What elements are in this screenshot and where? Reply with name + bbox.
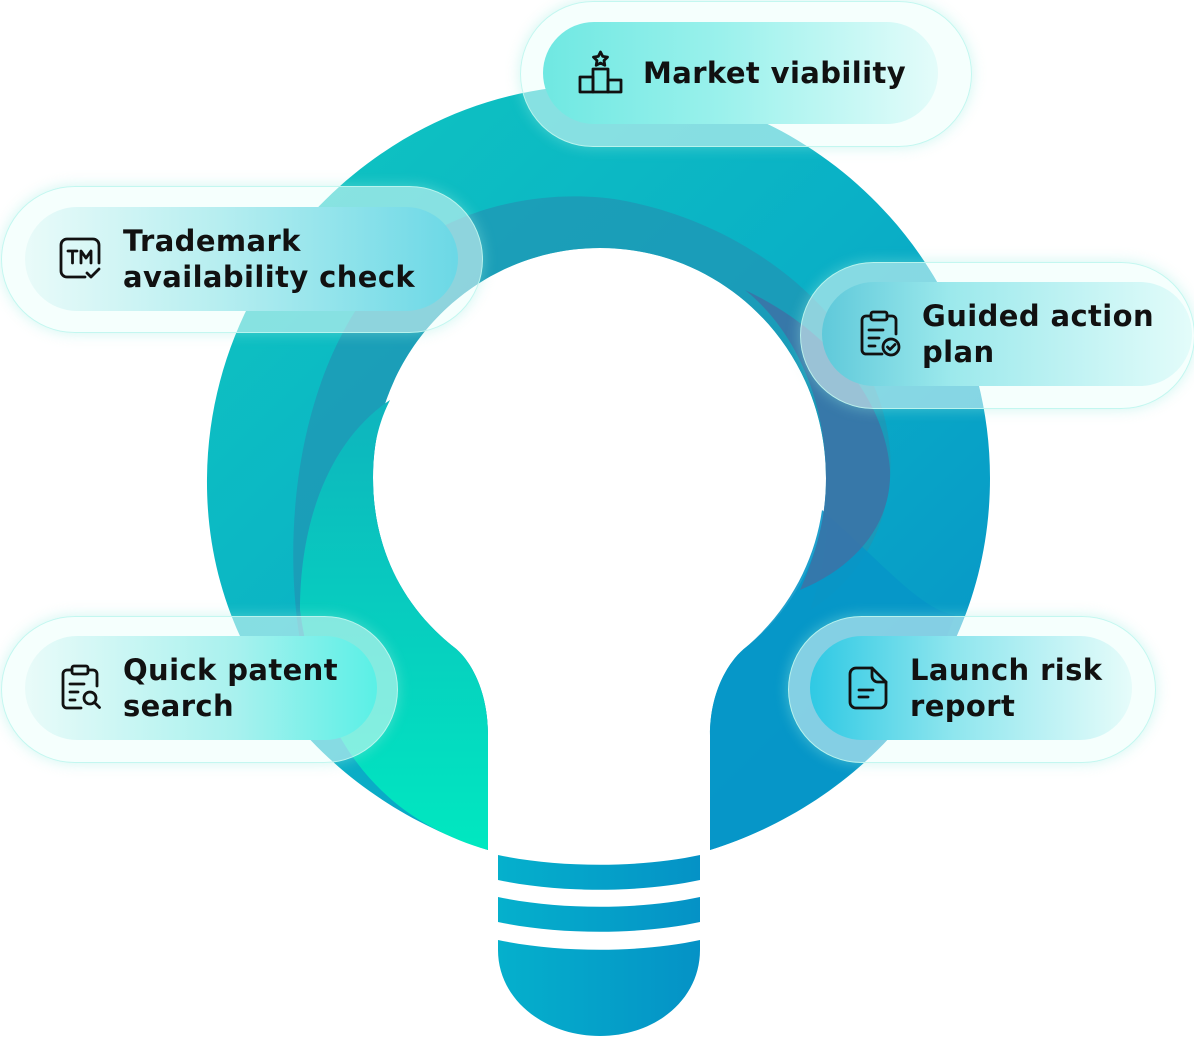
- podium-star-icon: [575, 47, 627, 99]
- launch-risk-label-line1: Launch risk: [910, 653, 1103, 687]
- clipboard-check-icon: [854, 308, 906, 360]
- trademark-label-line2: availability check: [123, 260, 416, 294]
- trademark-check-icon: [55, 233, 107, 285]
- guided-action-label-line2: plan: [922, 335, 995, 369]
- bulb-stripe-2: [498, 897, 700, 932]
- launch-risk-report-card[interactable]: Launch risk report: [810, 636, 1132, 740]
- market-viability-label: Market viability: [643, 56, 907, 90]
- bulb-right-shade: [745, 290, 891, 590]
- quick-patent-search-card[interactable]: Quick patent search: [25, 636, 377, 740]
- guided-action-label-line1: Guided action: [922, 299, 1155, 333]
- trademark-label-line1: Trademark: [123, 224, 301, 258]
- document-icon: [842, 662, 894, 714]
- market-viability-card[interactable]: Market viability: [543, 22, 938, 124]
- launch-risk-label-line2: report: [910, 689, 1016, 723]
- bulb-stripe-1: [498, 855, 700, 890]
- quick-patent-label-line2: search: [123, 689, 235, 723]
- quick-patent-label-line1: Quick patent: [123, 653, 338, 687]
- trademark-availability-card[interactable]: Trademark availability check: [25, 207, 458, 311]
- bulb-cap: [498, 940, 700, 1036]
- clipboard-search-icon: [55, 662, 107, 714]
- guided-action-plan-card[interactable]: Guided action plan: [822, 282, 1192, 386]
